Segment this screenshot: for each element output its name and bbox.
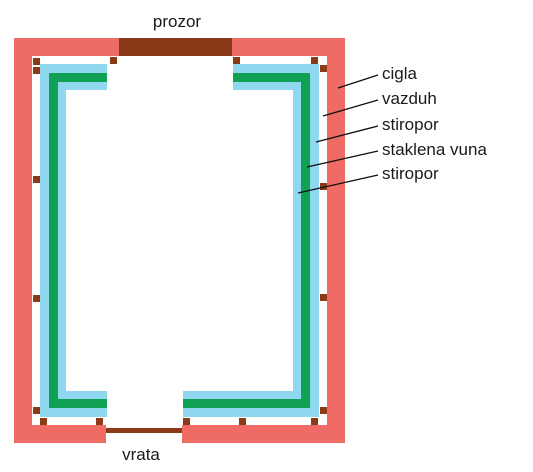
foam-inner-leader-line [297, 174, 379, 194]
brick-label: cigla [382, 64, 418, 83]
foam-inner-layer [58, 82, 301, 399]
brick-leader-line [337, 74, 379, 89]
glass-wool-label: staklena vuna [382, 140, 487, 159]
air-leader-line [322, 99, 379, 117]
air-label: vazduh [382, 89, 437, 108]
foam-inner-label: stiropor [382, 164, 439, 183]
window-label: prozor [153, 12, 202, 31]
foam-outer-leader-line [315, 125, 379, 143]
glass-wool-layer [49, 73, 310, 408]
foam-outer-layer [40, 64, 319, 417]
glass-wool-leader-line [306, 150, 379, 168]
door-frame [106, 428, 182, 433]
window-frame [119, 38, 232, 56]
foam-outer-label: stiropor [382, 115, 439, 134]
door-label: vrata [122, 445, 160, 464]
brick-layer [14, 38, 345, 443]
wall-ties [33, 57, 327, 425]
